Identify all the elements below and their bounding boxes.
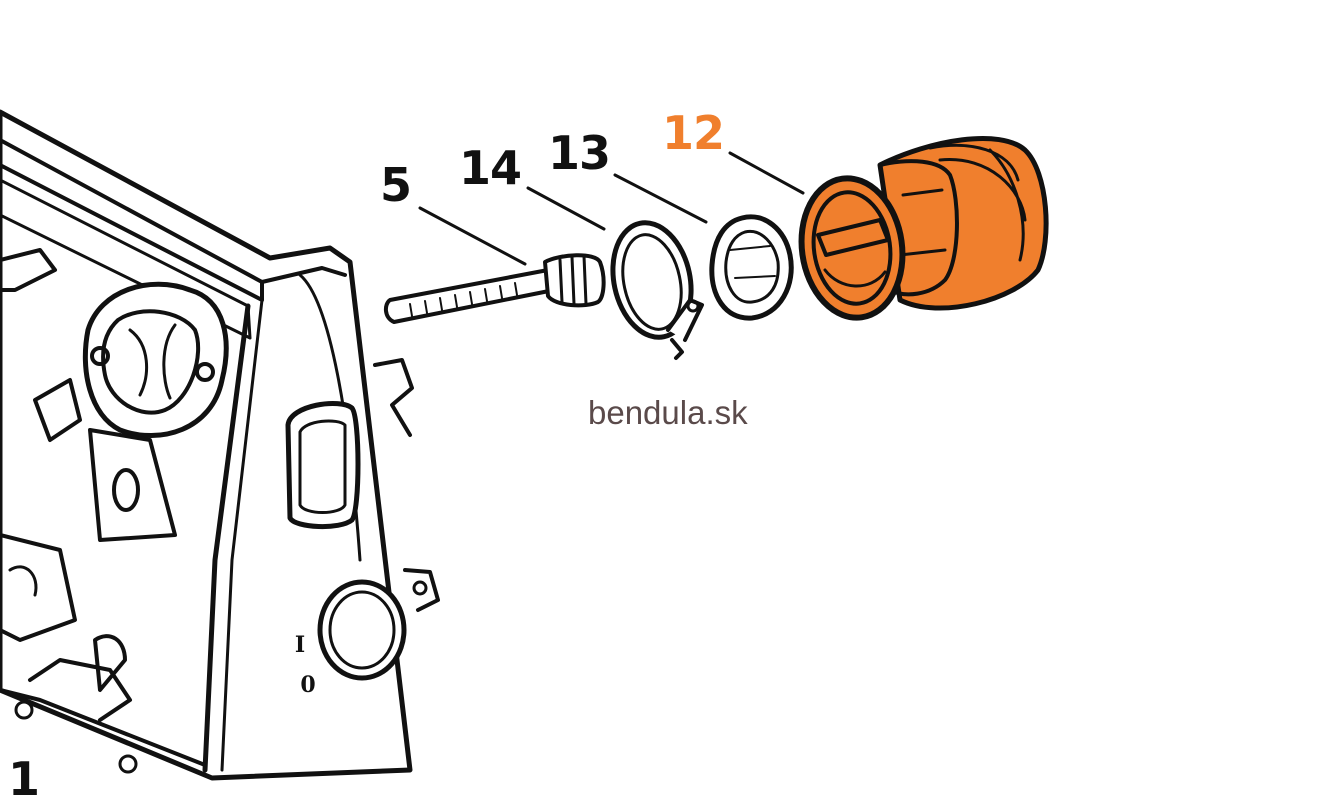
housing-part bbox=[0, 109, 440, 781]
callout-clamp: 14 bbox=[459, 141, 522, 195]
grommet-part bbox=[798, 136, 1049, 321]
screw-part bbox=[383, 253, 606, 324]
callout-grommet: 12 bbox=[662, 106, 725, 160]
switch-mark-on: I bbox=[295, 632, 305, 658]
washer-part bbox=[709, 214, 794, 321]
callout-washer: 13 bbox=[548, 126, 611, 180]
switch-mark-off: 0 bbox=[300, 672, 315, 698]
hose-clamp-part bbox=[610, 220, 704, 360]
leader-lines bbox=[418, 151, 805, 266]
callout-housing: 1 bbox=[8, 752, 40, 806]
watermark: bendula.sk bbox=[588, 394, 748, 431]
callout-screw: 5 bbox=[380, 158, 412, 212]
